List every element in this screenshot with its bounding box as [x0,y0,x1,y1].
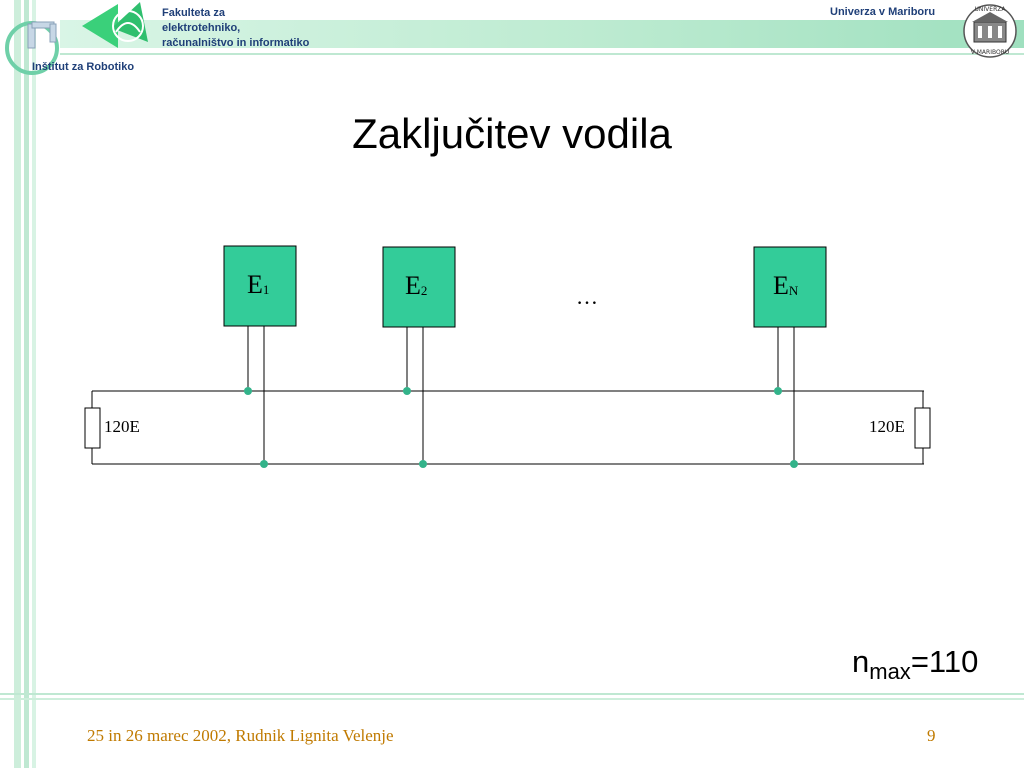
faculty-line: Fakulteta za [162,7,225,19]
institute-name: Inštitut za Robotiko [32,61,135,73]
faculty-line: elektrotehniko, [162,22,241,34]
device-index: N [788,283,799,298]
faculty-name: Fakulteta za elektrotehniko, računalništ… [162,6,309,51]
faculty-logo [82,2,148,48]
footer-text: 25 in 26 marec 2002, Rudnik Lignita Vele… [87,726,394,745]
device-box [223,245,297,327]
footer-line [0,693,1024,695]
max-nodes-note: nmax=110 [852,644,979,684]
device-letter: E [247,270,263,299]
slide-title: Zaključitev vodila [352,110,672,157]
device-letter: E [405,271,421,300]
bus-node [403,387,411,395]
institute-logo [5,21,59,75]
bus-node [774,387,782,395]
device-index: 2 [420,283,428,298]
svg-text:V MARIBORU: V MARIBORU [971,49,1010,56]
device-letter: E [773,271,789,300]
terminator-resistor [914,407,931,449]
device-label: EN [773,271,798,301]
nmax-symbol: n [852,644,870,679]
device-label: E1 [247,270,269,300]
header-bar [60,20,1024,48]
terminator-resistor [84,407,101,449]
device-label: E2 [405,271,427,301]
university-seal: UNIVERZA V MARIBORU [963,4,1017,58]
left-stripe [14,0,21,768]
header-band [0,0,1024,68]
nmax-subscript: max [869,659,911,684]
svg-text:UNIVERZA: UNIVERZA [975,6,1007,13]
terminator-label-right: 120E [869,417,905,436]
nmax-value: =110 [910,644,979,679]
page-number: 9 [927,726,936,745]
left-stripe [32,0,36,768]
bus-node [260,460,268,468]
left-stripe [24,0,29,768]
bus-node [790,460,798,468]
device-ellipsis: … [576,284,598,309]
terminator-label-left: 120E [104,417,140,436]
bus-node [244,387,252,395]
header-line [60,53,1024,55]
university-name: Univerza v Mariboru [830,6,936,18]
bus-node [419,460,427,468]
device-index: 1 [262,282,270,297]
footer-line [0,698,1024,700]
device-box [382,246,456,328]
device-box [753,246,827,328]
faculty-line: računalništvo in informatiko [162,37,310,49]
